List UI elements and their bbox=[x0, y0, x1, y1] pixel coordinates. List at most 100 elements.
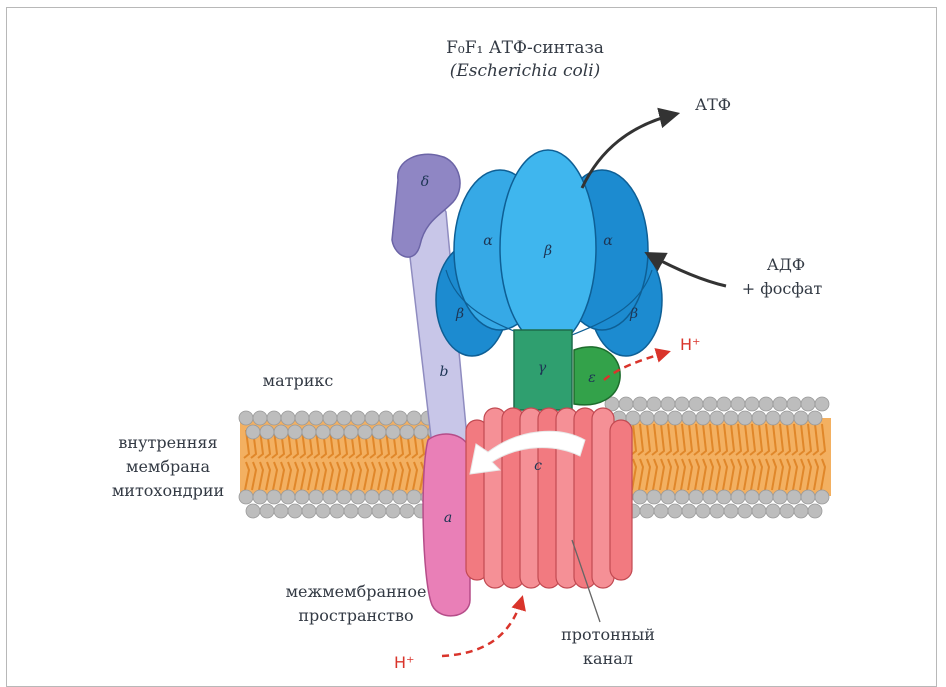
lipid-head bbox=[710, 411, 724, 425]
label-epsilon: ε bbox=[588, 370, 596, 386]
lipid-head bbox=[288, 425, 302, 439]
lipid-head bbox=[323, 490, 337, 504]
lipid-head bbox=[780, 504, 794, 518]
lipid-head bbox=[682, 411, 696, 425]
lipid-head bbox=[801, 397, 815, 411]
lipid-head bbox=[316, 425, 330, 439]
lipid-head bbox=[647, 490, 661, 504]
lipid-head bbox=[619, 397, 633, 411]
lipid-head bbox=[675, 490, 689, 504]
lipid-head bbox=[281, 411, 295, 425]
lipid-head bbox=[759, 397, 773, 411]
adp-label-line2: + фосфат bbox=[742, 279, 823, 298]
lipid-head bbox=[400, 504, 414, 518]
lipid-head bbox=[759, 490, 773, 504]
lipid-head bbox=[633, 397, 647, 411]
lipid-head bbox=[661, 397, 675, 411]
lipid-head bbox=[323, 411, 337, 425]
diagram-subtitle: (Escherichia coli) bbox=[450, 61, 601, 81]
lipid-head bbox=[330, 425, 344, 439]
label-a: a bbox=[444, 510, 452, 526]
lipid-head bbox=[393, 411, 407, 425]
membrane-label-line3: митохондрии bbox=[112, 481, 224, 500]
lipid-head bbox=[808, 411, 822, 425]
lipid-head bbox=[302, 425, 316, 439]
lipid-head bbox=[696, 504, 710, 518]
h-plus-top-label: H⁺ bbox=[680, 335, 700, 354]
proton-channel-label-line2: канал bbox=[583, 649, 633, 668]
lipid-head bbox=[801, 490, 815, 504]
lipid-head bbox=[400, 425, 414, 439]
lipid-head bbox=[407, 411, 421, 425]
lipid-head bbox=[731, 490, 745, 504]
lipid-head bbox=[260, 425, 274, 439]
matrix-label: матрикс bbox=[263, 371, 334, 390]
lipid-head bbox=[787, 490, 801, 504]
lipid-head bbox=[295, 411, 309, 425]
lipid-head bbox=[267, 490, 281, 504]
lipid-head bbox=[787, 397, 801, 411]
lipid-head bbox=[316, 504, 330, 518]
label-beta-right: β bbox=[629, 306, 638, 322]
lipid-head bbox=[773, 490, 787, 504]
lipid-head bbox=[379, 411, 393, 425]
lipid-head bbox=[407, 490, 421, 504]
lipid-head bbox=[246, 504, 260, 518]
lipid-head bbox=[386, 425, 400, 439]
lipid-head bbox=[267, 411, 281, 425]
label-alpha-right: α bbox=[603, 233, 613, 249]
lipid-head bbox=[703, 397, 717, 411]
lipid-head bbox=[654, 411, 668, 425]
lipid-head bbox=[274, 425, 288, 439]
lipid-head bbox=[661, 490, 675, 504]
lipid-head bbox=[253, 411, 267, 425]
label-delta: δ bbox=[421, 174, 429, 190]
lipid-head bbox=[309, 411, 323, 425]
lipid-head bbox=[738, 504, 752, 518]
lipid-head bbox=[654, 504, 668, 518]
adp-label-line1: АДФ bbox=[767, 255, 805, 274]
lipid-head bbox=[365, 411, 379, 425]
lipid-head bbox=[239, 411, 253, 425]
lipid-head bbox=[372, 425, 386, 439]
lipid-head bbox=[766, 504, 780, 518]
label-gamma: γ bbox=[538, 360, 547, 376]
h-plus-bottom-label: H⁺ bbox=[394, 653, 414, 672]
lipid-head bbox=[815, 490, 829, 504]
lipid-head bbox=[260, 504, 274, 518]
lipid-head bbox=[724, 504, 738, 518]
intermembrane-label-line2: пространство bbox=[298, 606, 413, 625]
atp-label: АТФ bbox=[695, 95, 731, 114]
lipid-head bbox=[337, 490, 351, 504]
lipid-head bbox=[689, 397, 703, 411]
lipid-head bbox=[794, 504, 808, 518]
c-subunit-stave bbox=[610, 420, 632, 580]
lipid-head bbox=[386, 504, 400, 518]
lipid-head bbox=[351, 411, 365, 425]
intermembrane-label-line1: межмембранное bbox=[286, 582, 427, 601]
lipid-head bbox=[745, 397, 759, 411]
lipid-head bbox=[731, 397, 745, 411]
lipid-head bbox=[295, 490, 309, 504]
label-b: b bbox=[440, 364, 449, 380]
lipid-head bbox=[668, 411, 682, 425]
lipid-head bbox=[358, 425, 372, 439]
lipid-head bbox=[344, 504, 358, 518]
lipid-head bbox=[246, 425, 260, 439]
lipid-head bbox=[724, 411, 738, 425]
label-c: c bbox=[534, 458, 542, 474]
lipid-head bbox=[647, 397, 661, 411]
lipid-head bbox=[689, 490, 703, 504]
lipid-head bbox=[675, 397, 689, 411]
label-beta-left: β bbox=[455, 306, 464, 322]
lipid-head bbox=[668, 504, 682, 518]
lipid-head bbox=[815, 397, 829, 411]
lipid-head bbox=[738, 411, 752, 425]
subunit-epsilon-shape bbox=[574, 347, 620, 405]
lipid-head bbox=[274, 504, 288, 518]
lipid-head bbox=[309, 490, 323, 504]
lipid-head bbox=[710, 504, 724, 518]
label-alpha-left: α bbox=[483, 233, 493, 249]
lipid-head bbox=[414, 425, 428, 439]
